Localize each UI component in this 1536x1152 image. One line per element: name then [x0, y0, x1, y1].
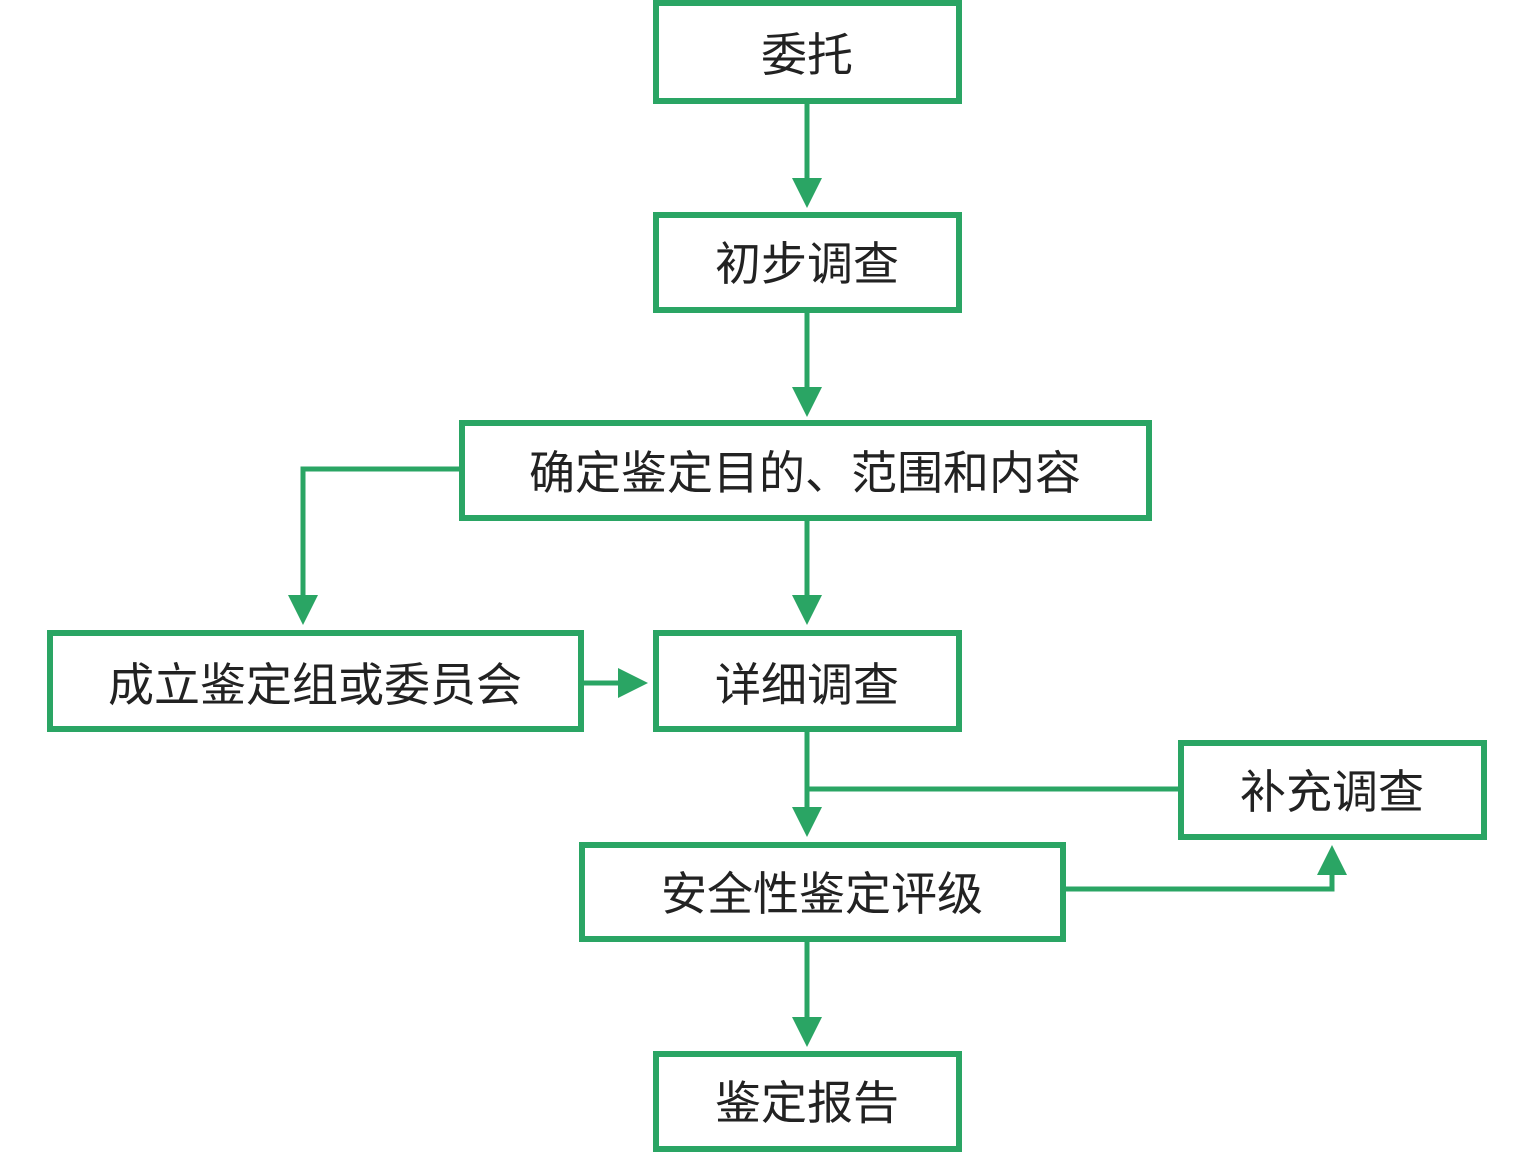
node-supplementary-survey-label: 补充调查 — [1240, 765, 1424, 819]
node-detailed-survey: 详细调查 — [653, 630, 962, 732]
node-scope-label: 确定鉴定目的、范围和内容 — [529, 446, 1081, 500]
node-entrust: 委托 — [653, 0, 962, 104]
edge-rating-to-supplementary — [1063, 845, 1347, 892]
node-entrust-box — [653, 0, 962, 104]
node-report-box — [653, 1051, 962, 1152]
edge-scope-to-committee — [288, 466, 461, 625]
node-report-label: 鉴定报告 — [715, 1076, 899, 1130]
node-safety-rating-label: 安全性鉴定评级 — [661, 867, 983, 921]
node-committee: 成立鉴定组或委员会 — [47, 630, 584, 732]
node-preliminary-survey-box — [653, 212, 962, 313]
node-safety-rating-box — [579, 842, 1066, 942]
node-safety-rating: 安全性鉴定评级 — [579, 842, 1066, 942]
node-committee-box — [47, 630, 584, 732]
node-report: 鉴定报告 — [653, 1051, 962, 1152]
node-detailed-survey-label: 详细调查 — [715, 658, 899, 712]
node-preliminary-survey-label: 初步调查 — [715, 237, 899, 291]
node-committee-label: 成立鉴定组或委员会 — [108, 658, 522, 712]
node-supplementary-survey-box — [1178, 740, 1487, 840]
node-entrust-label: 委托 — [761, 28, 853, 82]
edges — [288, 102, 1347, 1047]
node-preliminary-survey: 初步调查 — [653, 212, 962, 313]
node-scope-box — [459, 420, 1152, 521]
node-detailed-survey-box — [653, 630, 962, 732]
node-scope: 确定鉴定目的、范围和内容 — [459, 420, 1152, 521]
node-supplementary-survey: 补充调查 — [1178, 740, 1487, 840]
